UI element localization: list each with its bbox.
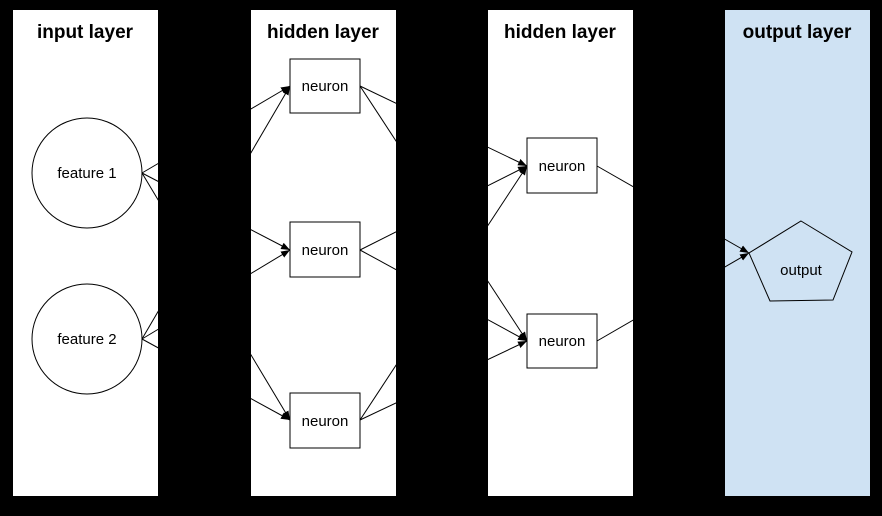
- hidden1-neuron2-box: [289, 221, 361, 278]
- panel-hidden-layer-2: [488, 10, 633, 496]
- panel-gap-1: [158, 0, 251, 516]
- node-output: output: [748, 220, 853, 302]
- hidden1-neuron1-box: [289, 58, 361, 114]
- feature-1-circle: [31, 117, 143, 229]
- node-hidden2-neuron2: neuron: [526, 313, 598, 369]
- layer-title-hidden-2: hidden layer: [504, 22, 617, 43]
- node-hidden1-neuron2: neuron: [289, 221, 361, 278]
- hidden1-neuron3-box: [289, 392, 361, 449]
- node-hidden1-neuron3: neuron: [289, 392, 361, 449]
- layer-title-output: output layer: [743, 22, 852, 43]
- hidden2-neuron2-label: neuron: [539, 333, 586, 350]
- hidden2-neuron2-box: [526, 313, 598, 369]
- node-feature-1: feature 1: [31, 117, 143, 229]
- panel-gaps: [158, 0, 725, 516]
- panel-gap-3: [633, 0, 725, 516]
- hidden2-neuron1-box: [526, 137, 598, 194]
- layer-titles: input layer hidden layer hidden layer ou…: [37, 22, 852, 43]
- panel-input-layer: [13, 10, 158, 496]
- hidden1-neuron3-label: neuron: [302, 413, 349, 430]
- feature-2-label: feature 2: [57, 331, 116, 348]
- hidden2-neuron1-label: neuron: [539, 158, 586, 175]
- output-label: output: [780, 262, 823, 279]
- feature-2-circle: [31, 283, 143, 395]
- node-feature-2: feature 2: [31, 283, 143, 395]
- panel-output-layer: [725, 10, 870, 496]
- node-hidden1-neuron1: neuron: [289, 58, 361, 114]
- layer-title-hidden-1: hidden layer: [267, 22, 380, 43]
- panel-gap-2: [396, 0, 488, 516]
- node-hidden2-neuron1: neuron: [526, 137, 598, 194]
- hidden1-neuron1-label: neuron: [302, 78, 349, 95]
- hidden1-neuron2-label: neuron: [302, 242, 349, 259]
- feature-1-label: feature 1: [57, 165, 116, 182]
- output-pentagon: [748, 220, 853, 302]
- layer-title-input: input layer: [37, 22, 134, 43]
- nodes-layer: feature 1 feature 2 neuron neuron neuron…: [31, 58, 853, 449]
